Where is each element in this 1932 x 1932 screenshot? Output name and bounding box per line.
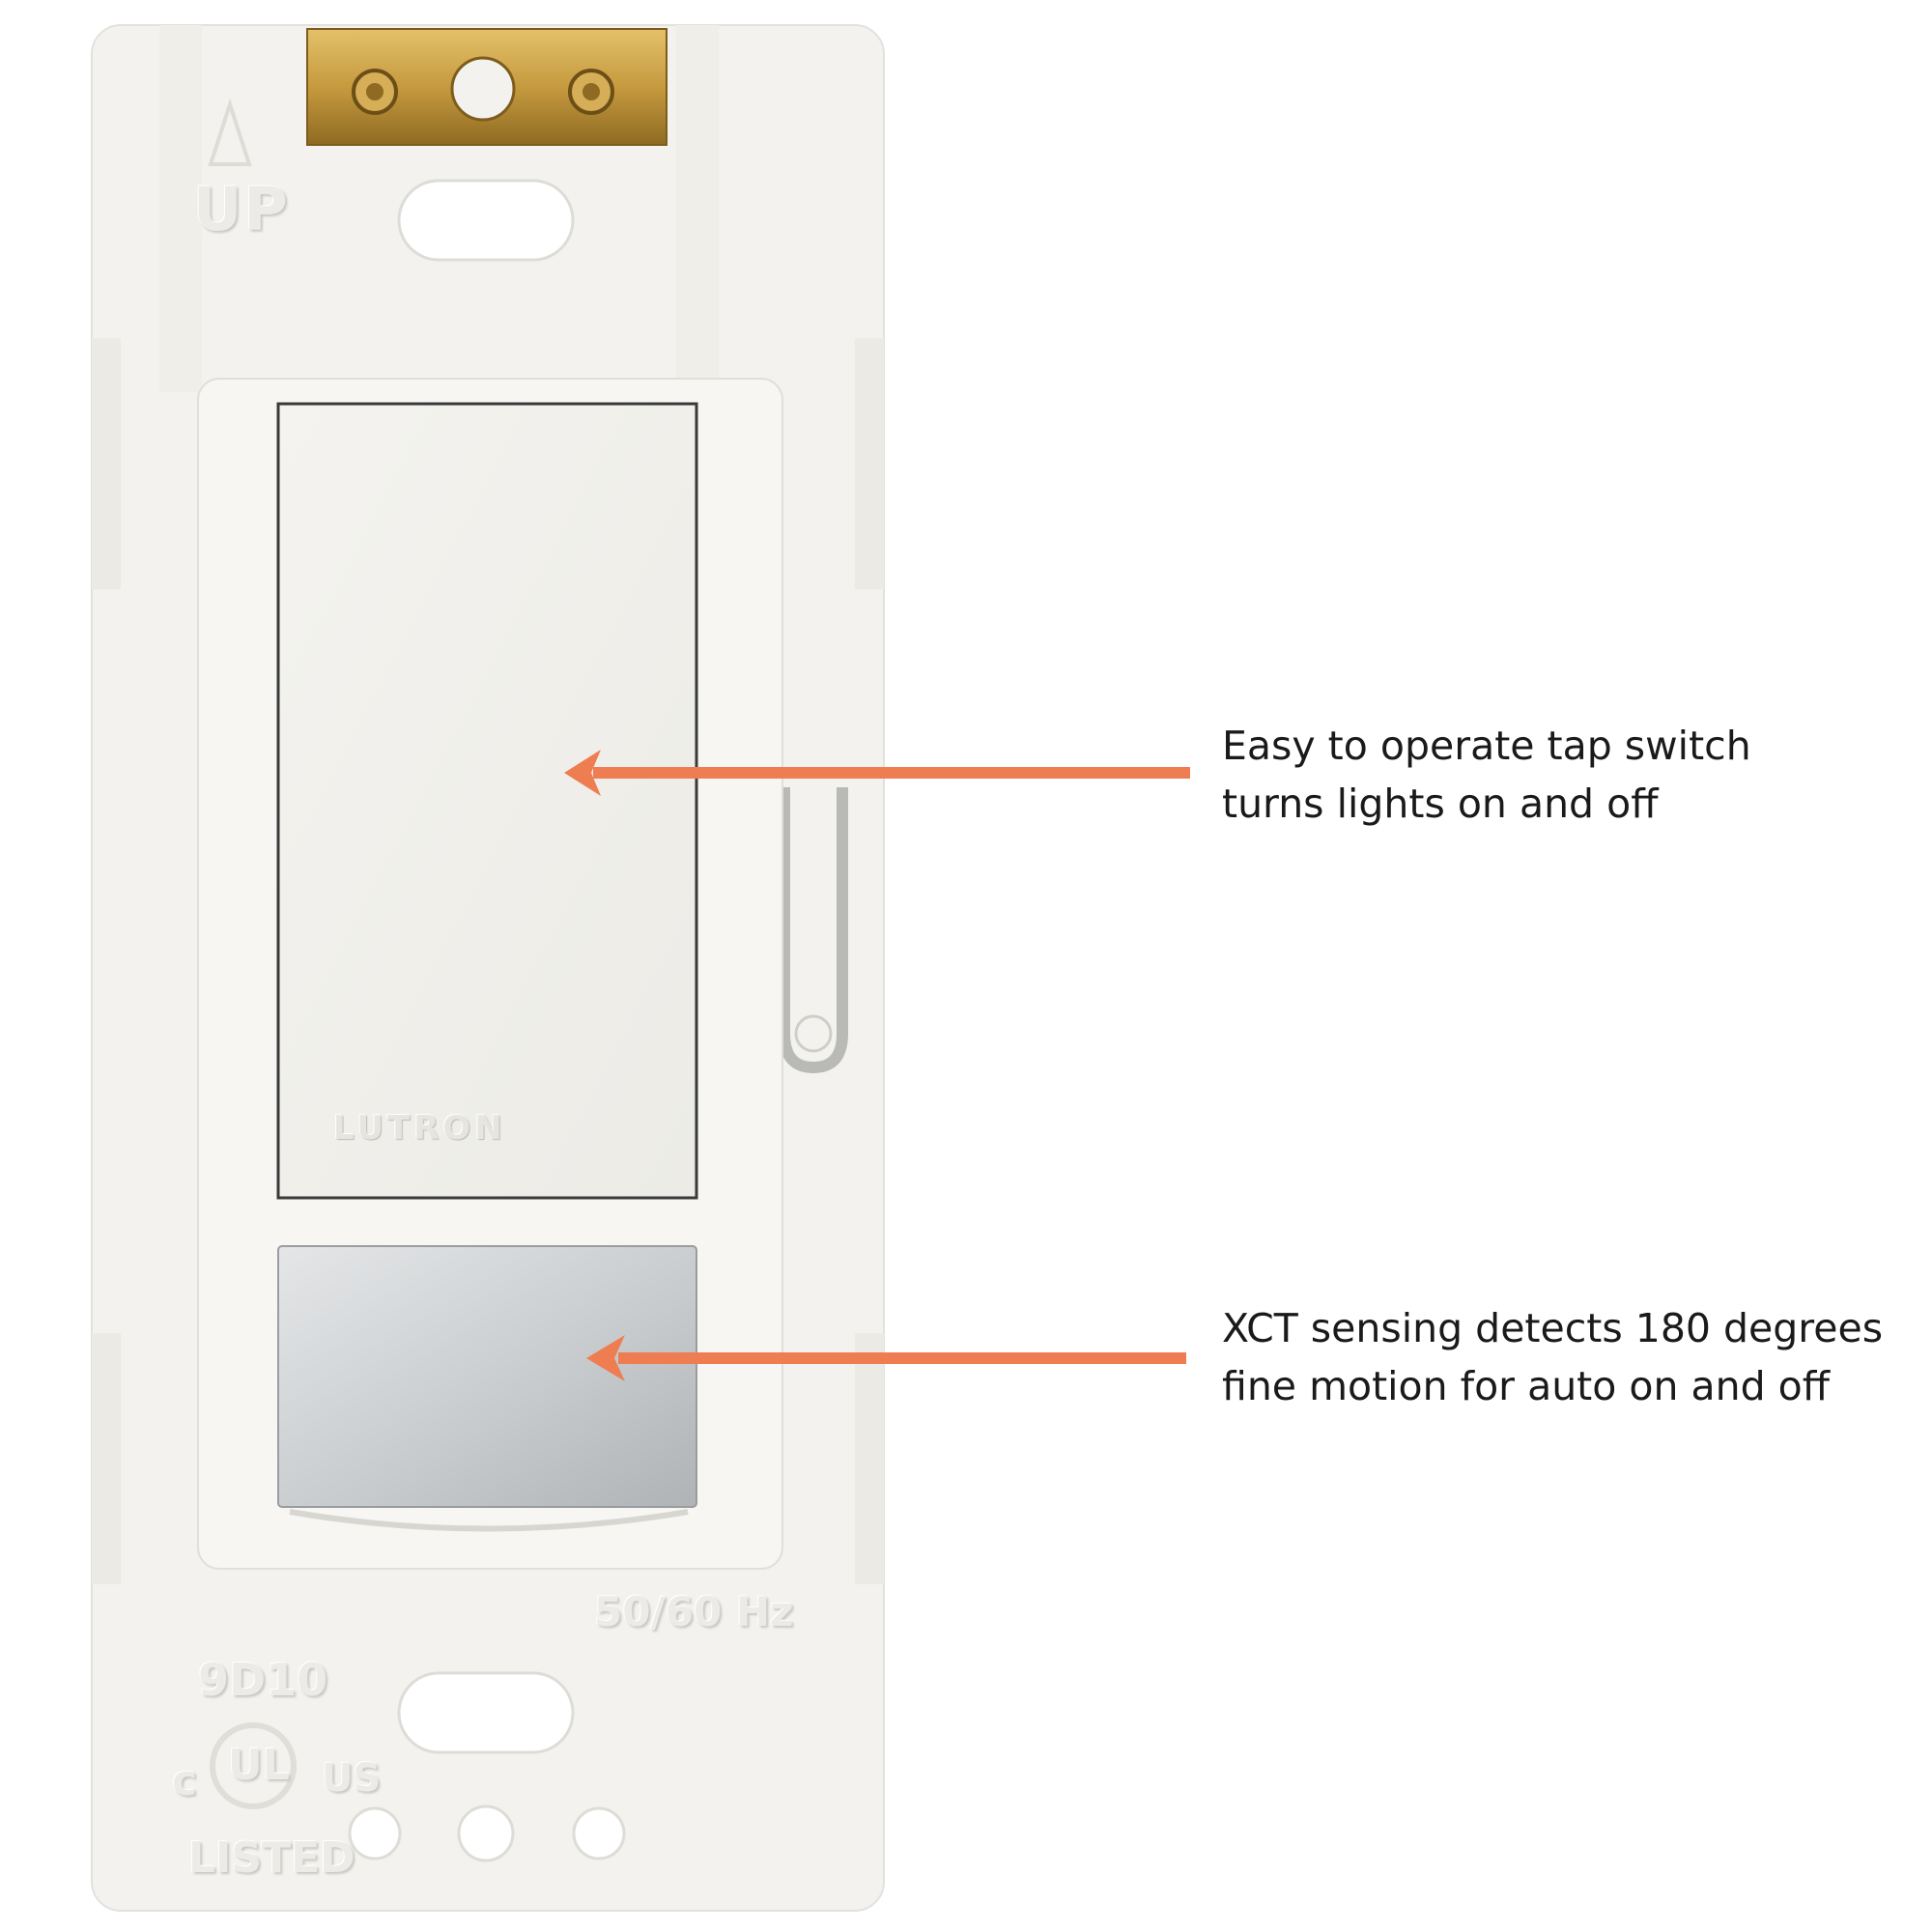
callout-switch: Easy to operate tap switch turns lights … bbox=[1222, 717, 1751, 833]
cert-listed-label: LISTED bbox=[188, 1833, 355, 1883]
frequency-label: 50/60 Hz bbox=[594, 1588, 794, 1635]
top-mounting-slot bbox=[397, 179, 575, 262]
brand-label: LUTRON bbox=[333, 1109, 506, 1148]
callout-switch-line1: Easy to operate tap switch bbox=[1222, 723, 1751, 769]
cert-letter-left: c bbox=[172, 1756, 198, 1805]
cert-mark: UL bbox=[228, 1741, 290, 1790]
callout-switch-line2: turns lights on and off bbox=[1222, 781, 1659, 827]
callout-arrow-sensor bbox=[586, 1335, 1186, 1381]
brass-mounting-strap bbox=[306, 28, 668, 146]
ul-logo bbox=[210, 1722, 297, 1809]
callout-arrow-switch bbox=[564, 750, 1190, 796]
up-arrow-icon bbox=[208, 98, 252, 166]
callout-sensor: XCT sensing detects 180 degrees fine mot… bbox=[1222, 1299, 1883, 1415]
side-clip bbox=[779, 787, 848, 1074]
model-code: 9D10 bbox=[198, 1654, 328, 1706]
motion-sensor-lens bbox=[277, 1245, 697, 1508]
cert-letter-right: US bbox=[322, 1756, 382, 1801]
bottom-mounting-slot bbox=[397, 1671, 575, 1754]
callout-sensor-line2: fine motion for auto on and off bbox=[1222, 1363, 1830, 1409]
callout-sensor-line1: XCT sensing detects 180 degrees bbox=[1222, 1305, 1884, 1351]
tap-switch-paddle[interactable] bbox=[276, 402, 698, 1200]
up-label: UP bbox=[193, 174, 290, 244]
